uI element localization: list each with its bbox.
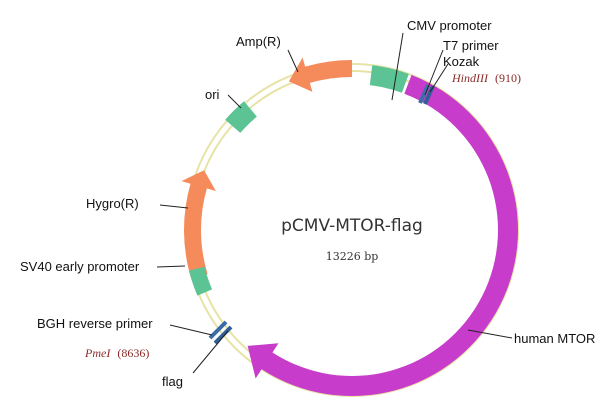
kozak-label: Kozak [443, 54, 480, 69]
markers-layer [208, 84, 435, 345]
cmv-leader [391, 32, 404, 101]
t7-leader [424, 49, 444, 96]
features-layer [181, 57, 519, 397]
amp-leader [287, 49, 299, 73]
pmei-name: PmeI [84, 346, 111, 360]
flag-leader [192, 330, 229, 374]
pmei-site-label: PmeI (8636) [84, 344, 149, 361]
amp-label: Amp(R) [236, 34, 281, 49]
plasmid-size: 13226 bp [326, 250, 379, 263]
cmv-promoter-box [369, 65, 409, 93]
cmv-promoter-label: CMV promoter [407, 18, 492, 33]
amp-resistance-arrow [288, 57, 352, 92]
flag-label: flag [162, 374, 183, 389]
human-mtor-label: human MTOR [514, 331, 595, 346]
kozak-leader [429, 63, 449, 93]
hygro-resistance-arrow [181, 170, 216, 280]
ori-box [225, 101, 257, 133]
labels: CMV promoter T7 primer Kozak HindIII (91… [20, 18, 595, 389]
bgh-primer-marker [208, 320, 228, 340]
t7-primer-marker [418, 84, 430, 104]
sv40-promoter-box [188, 266, 213, 296]
flag-marker [213, 325, 233, 345]
mtor-leader [467, 329, 513, 339]
pmei-position: (8636) [117, 346, 149, 360]
hygro-leader [159, 204, 189, 209]
hindiii-name: HindIII [451, 71, 489, 85]
sv40-leader [156, 265, 186, 268]
ori-label: ori [205, 87, 220, 102]
ori-leader [227, 94, 242, 109]
sv40-label: SV40 early promoter [20, 259, 140, 274]
bgh-leader [169, 324, 213, 336]
hygro-label: Hygro(R) [86, 196, 139, 211]
t7-primer-label: T7 primer [443, 38, 499, 53]
bgh-primer-label: BGH reverse primer [37, 316, 153, 331]
leader-lines [156, 32, 513, 374]
hindiii-site-label: HindIII (910) [451, 69, 521, 86]
plasmid-name: pCMV-MTOR-flag [281, 216, 423, 236]
hindiii-position: (910) [495, 71, 521, 85]
human-mtor-arrow [247, 75, 519, 397]
